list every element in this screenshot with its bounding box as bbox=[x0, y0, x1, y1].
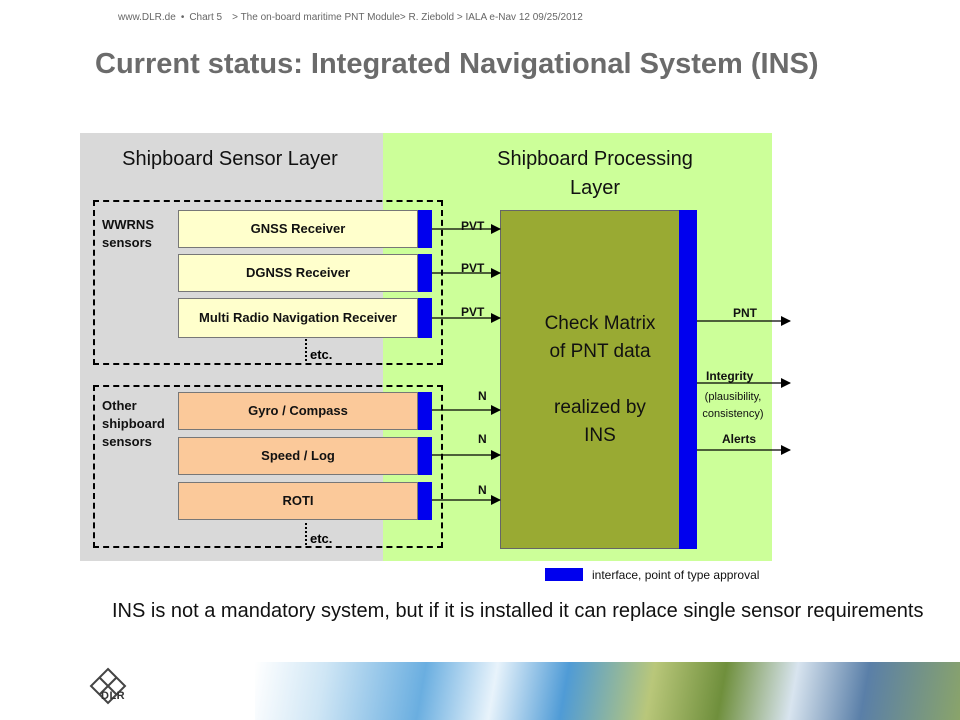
interface-marker bbox=[418, 298, 432, 338]
legend-interface-swatch bbox=[545, 568, 583, 581]
wwrns-group-label: WWRNS sensors bbox=[102, 217, 154, 250]
sensor-box-multi-radio: Multi Radio Navigation Receiver bbox=[178, 298, 418, 338]
check-matrix-text: Check Matrix of PNT data realized by INS bbox=[544, 313, 656, 446]
dlr-logo-icon bbox=[89, 667, 127, 705]
wwrns-group bbox=[93, 200, 443, 365]
pvt-label: PVT bbox=[461, 219, 485, 233]
legend-text: interface, point of type approval bbox=[592, 568, 760, 582]
dlr-logo-text: DLR bbox=[101, 690, 126, 702]
header-site: www.DLR.de bbox=[118, 12, 176, 23]
interface-marker bbox=[418, 210, 432, 248]
footer-statement: INS is not a mandatory system, but if it… bbox=[112, 600, 924, 622]
etc-dots bbox=[305, 523, 307, 545]
earth-banner-image bbox=[255, 662, 960, 720]
header-chart: Chart 5 bbox=[189, 12, 223, 23]
interface-marker bbox=[418, 482, 432, 520]
page-title: Current status: Integrated Navigational … bbox=[95, 48, 819, 80]
interface-marker bbox=[418, 254, 432, 292]
sensor-box-gnss: GNSS Receiver bbox=[178, 210, 418, 248]
sensor-box-roti: ROTI bbox=[178, 482, 418, 520]
processing-layer-title: Shipboard Processing Layer bbox=[497, 148, 693, 199]
sensor-box-gyro: Gyro / Compass bbox=[178, 392, 418, 430]
integrity-label: Integrity bbox=[706, 369, 754, 383]
pvt-label: PVT bbox=[461, 261, 485, 275]
interface-marker bbox=[418, 392, 432, 430]
check-matrix-box bbox=[500, 210, 680, 549]
matrix-interface-bar bbox=[679, 210, 697, 549]
n-label: N bbox=[478, 483, 487, 497]
header-path: > The on-board maritime PNT Module> R. Z… bbox=[232, 12, 583, 23]
interface-marker bbox=[418, 437, 432, 475]
header-line: www.DLR.de•Chart 5> The on-board maritim… bbox=[118, 12, 583, 23]
sensor-box-dgnss: DGNSS Receiver bbox=[178, 254, 418, 292]
etc-label: etc. bbox=[310, 531, 333, 546]
alerts-label: Alerts bbox=[722, 432, 757, 446]
sensor-layer-title: Shipboard Sensor Layer bbox=[122, 148, 338, 170]
pnt-label: PNT bbox=[733, 306, 757, 320]
n-label: N bbox=[478, 432, 487, 446]
sensor-box-speed-log: Speed / Log bbox=[178, 437, 418, 475]
etc-dots bbox=[305, 339, 307, 361]
other-group-label: Other shipboard sensors bbox=[102, 398, 165, 449]
etc-label: etc. bbox=[310, 347, 333, 362]
integrity-detail: (plausibility, consistency) bbox=[702, 391, 764, 420]
n-label: N bbox=[478, 389, 487, 403]
other-sensors-group bbox=[93, 385, 443, 548]
pvt-label: PVT bbox=[461, 305, 485, 319]
